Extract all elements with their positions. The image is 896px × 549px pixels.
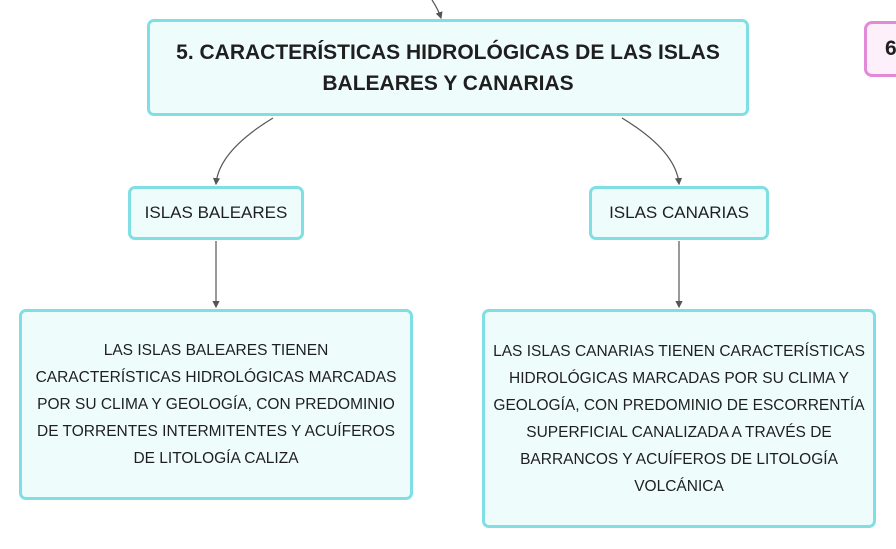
description-text-canarias: LAS ISLAS CANARIAS TIENEN CARACTERÍSTICA… <box>493 342 865 495</box>
topic-node-islas-baleares[interactable]: ISLAS BALEARES <box>128 186 304 240</box>
next-topic-label: 6 <box>885 37 896 60</box>
topic-label-islas-baleares: ISLAS BALEARES <box>144 203 288 222</box>
main-topic-title: 5. CARACTERÍSTICAS HIDROLÓGICAS DE LAS I… <box>176 40 720 95</box>
description-node-baleares[interactable]: LAS ISLAS BALEARES TIENEN CARACTERÍSTICA… <box>19 309 413 500</box>
connector-title-to-canarias <box>621 117 683 186</box>
next-topic-node[interactable]: 6 <box>864 21 896 77</box>
topic-node-islas-canarias[interactable]: ISLAS CANARIAS <box>589 186 769 240</box>
description-text-baleares: LAS ISLAS BALEARES TIENEN CARACTERÍSTICA… <box>35 342 397 467</box>
connector-title-to-baleares <box>212 117 274 186</box>
description-node-canarias[interactable]: LAS ISLAS CANARIAS TIENEN CARACTERÍSTICA… <box>482 309 876 528</box>
connector-parent-to-title <box>431 0 443 20</box>
topic-label-islas-canarias: ISLAS CANARIAS <box>609 203 749 222</box>
main-topic-node[interactable]: 5. CARACTERÍSTICAS HIDROLÓGICAS DE LAS I… <box>147 19 749 116</box>
